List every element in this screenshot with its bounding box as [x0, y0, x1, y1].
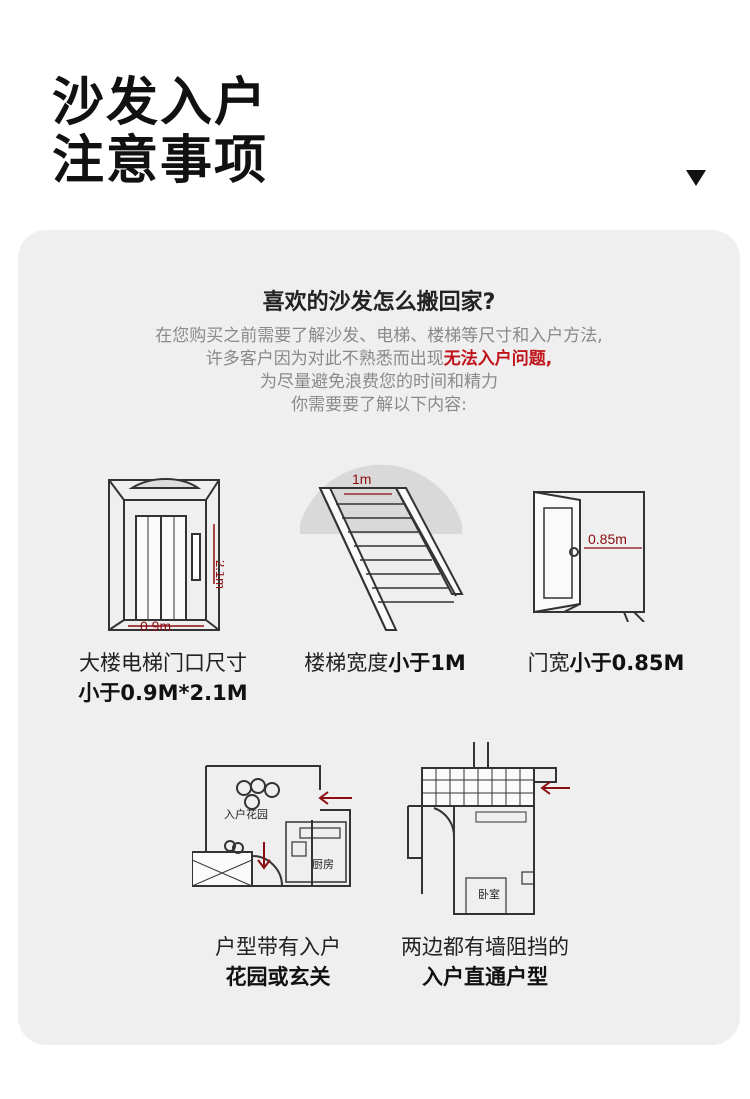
elevator-caption-line-2: 小于0.9M*2.1M: [78, 681, 248, 705]
intro-line-4: 你需要要了解以下内容:: [291, 395, 467, 415]
bedroom-room-label: 卧室: [478, 887, 500, 901]
floorplan-walls-caption-line-2: 入户直通户型: [422, 965, 548, 989]
floorplan-walls-icon: 卧室: [407, 742, 570, 915]
elevator-height-label: 2.1m: [213, 560, 224, 589]
elevator-icon: 2.1m 0.9m: [108, 478, 224, 634]
elevator-caption: 大楼电梯门口尺寸 小于0.9M*2.1M: [63, 648, 263, 708]
page-title: 沙发入户 注意事项: [52, 74, 268, 190]
triangle-down-icon: [686, 170, 706, 186]
stairs-caption-normal: 楼梯宽度: [304, 651, 389, 675]
info-card: 喜欢的沙发怎么搬回家? 在您购买之前需要了解沙发、电梯、楼梯等尺寸和入户方法, …: [18, 230, 740, 1045]
elevator-caption-line-2-wrap: 小于0.9M*2.1M: [63, 678, 263, 708]
floorplan-garden-caption-line-2: 花园或玄关: [225, 965, 331, 989]
floorplan-garden-caption-line-2-wrap: 花园或玄关: [178, 962, 378, 992]
stairs-width-label: 1m: [352, 471, 371, 487]
floorplan-garden-caption: 户型带有入户 花园或玄关: [178, 932, 378, 992]
door-caption: 门宽小于0.85M: [506, 648, 706, 678]
garden-room-label: 入户花园: [224, 807, 268, 821]
stairs-caption: 楼梯宽度小于1M: [280, 648, 490, 678]
card-intro: 在您购买之前需要了解沙发、电梯、楼梯等尺寸和入户方法, 许多客户因为对此不熟悉而…: [18, 325, 740, 417]
floorplan-garden-icon: 入户花园 厨房: [192, 765, 352, 887]
floorplan-walls-caption-line-2-wrap: 入户直通户型: [380, 962, 590, 992]
intro-highlight: 无法入户问题,: [443, 349, 553, 369]
kitchen-room-label: 厨房: [312, 858, 334, 871]
page-title-line-2: 注意事项: [52, 131, 269, 191]
intro-line-2: 许多客户因为对此不熟悉而出现无法入户问题,: [18, 348, 740, 371]
card-question: 喜欢的沙发怎么搬回家?: [262, 290, 496, 315]
elevator-width-label: 0.9m: [140, 618, 171, 634]
door-icon: 0.85m: [533, 490, 645, 622]
intro-line-1: 在您购买之前需要了解沙发、电梯、楼梯等尺寸和入户方法,: [155, 326, 603, 346]
stairs-caption-bold: 小于1M: [388, 651, 466, 675]
floorplan-walls-caption-line-1: 两边都有墙阻挡的: [401, 935, 569, 959]
door-caption-normal: 门宽: [527, 651, 570, 675]
intro-line-3: 为尽量避免浪费您的时间和精力: [260, 372, 498, 392]
door-width-label: 0.85m: [588, 531, 627, 547]
floorplan-walls-caption: 两边都有墙阻挡的 入户直通户型: [380, 932, 590, 992]
stairs-icon: 1m: [300, 464, 464, 631]
page-title-line-1: 沙发入户: [52, 73, 269, 133]
door-caption-bold: 小于0.85M: [569, 651, 685, 675]
floorplan-garden-caption-line-1: 户型带有入户: [215, 935, 341, 959]
elevator-caption-line-1: 大楼电梯门口尺寸: [79, 651, 247, 675]
intro-line-2-text: 许多客户因为对此不熟悉而出现: [205, 349, 444, 369]
